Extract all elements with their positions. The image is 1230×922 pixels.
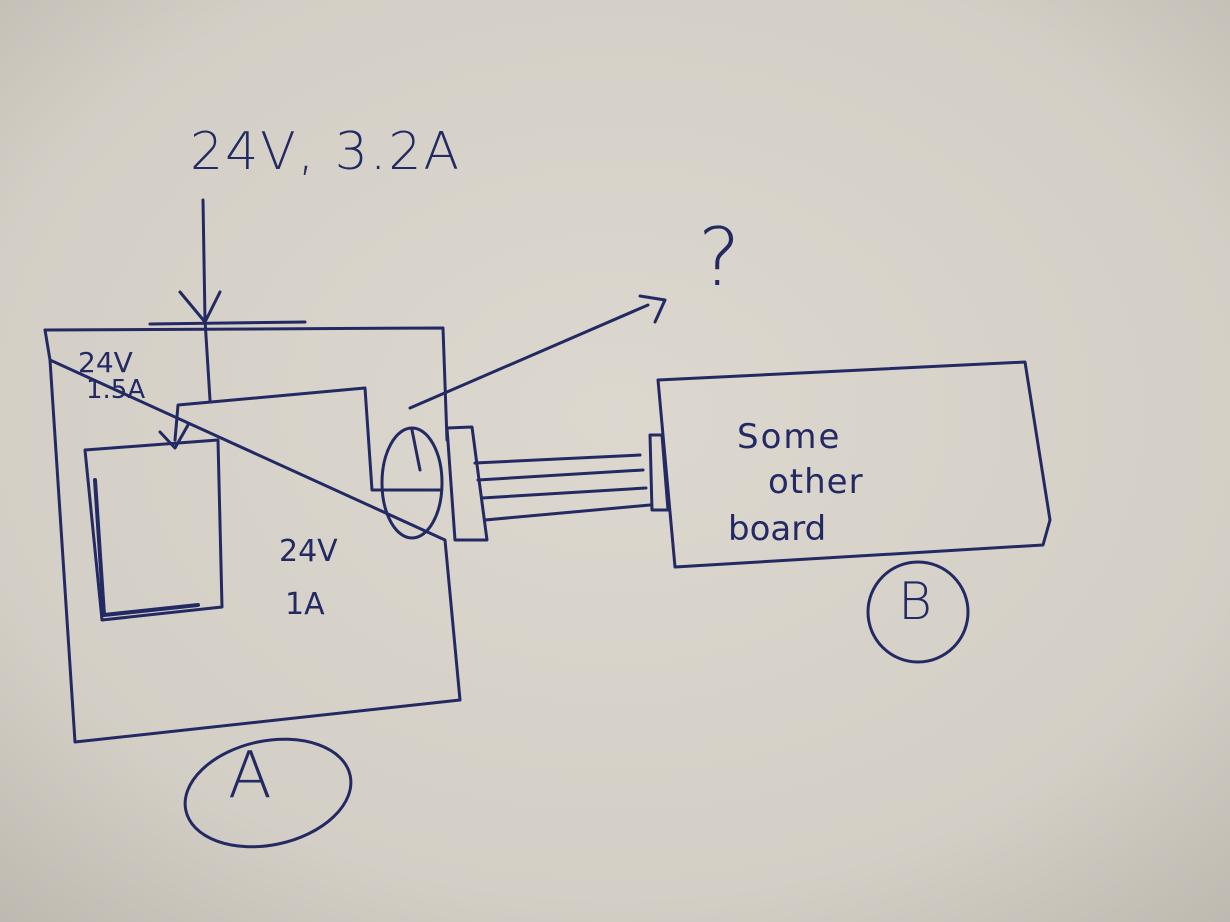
connector-b <box>648 433 670 512</box>
question-pointer <box>408 303 650 410</box>
board-a-circle <box>183 737 353 849</box>
board-b-outline <box>656 360 1052 569</box>
board-b-circle <box>866 560 970 664</box>
feed-wire <box>173 386 387 492</box>
cable-wire-1 <box>473 453 642 465</box>
board-a-left-edge <box>43 328 52 362</box>
circled-component <box>380 426 444 540</box>
feed-line <box>203 318 212 402</box>
board-a-outline <box>43 326 462 744</box>
board-b-circle-label: B <box>898 572 933 632</box>
board-b-text-line3: board <box>728 509 827 549</box>
input-power-label: 24V, 3.2A <box>190 122 462 182</box>
sub-board-current-label: 1.5A <box>86 375 146 405</box>
board-a-voltage-label: 24V <box>279 534 338 569</box>
sub-board-arrowhead <box>158 423 190 450</box>
sub-board <box>83 438 224 622</box>
component-mark <box>410 428 422 472</box>
connector-a <box>445 425 489 542</box>
cable-wire-4 <box>483 503 652 522</box>
input-line <box>201 198 207 322</box>
question-arrowhead <box>638 294 667 324</box>
cable-wire-2 <box>476 468 645 482</box>
question-mark: ? <box>698 211 741 304</box>
cable-wire-3 <box>480 486 648 500</box>
sub-board-voltage-label: 24V <box>78 346 133 379</box>
board-b-text-line2: other <box>768 462 864 502</box>
sub-board-shadow <box>93 478 200 617</box>
input-bar <box>148 320 307 326</box>
board-b-text-line1: Some <box>737 417 842 457</box>
board-a-circle-label: A <box>228 739 272 813</box>
board-a-current-label: 1A <box>285 587 325 622</box>
